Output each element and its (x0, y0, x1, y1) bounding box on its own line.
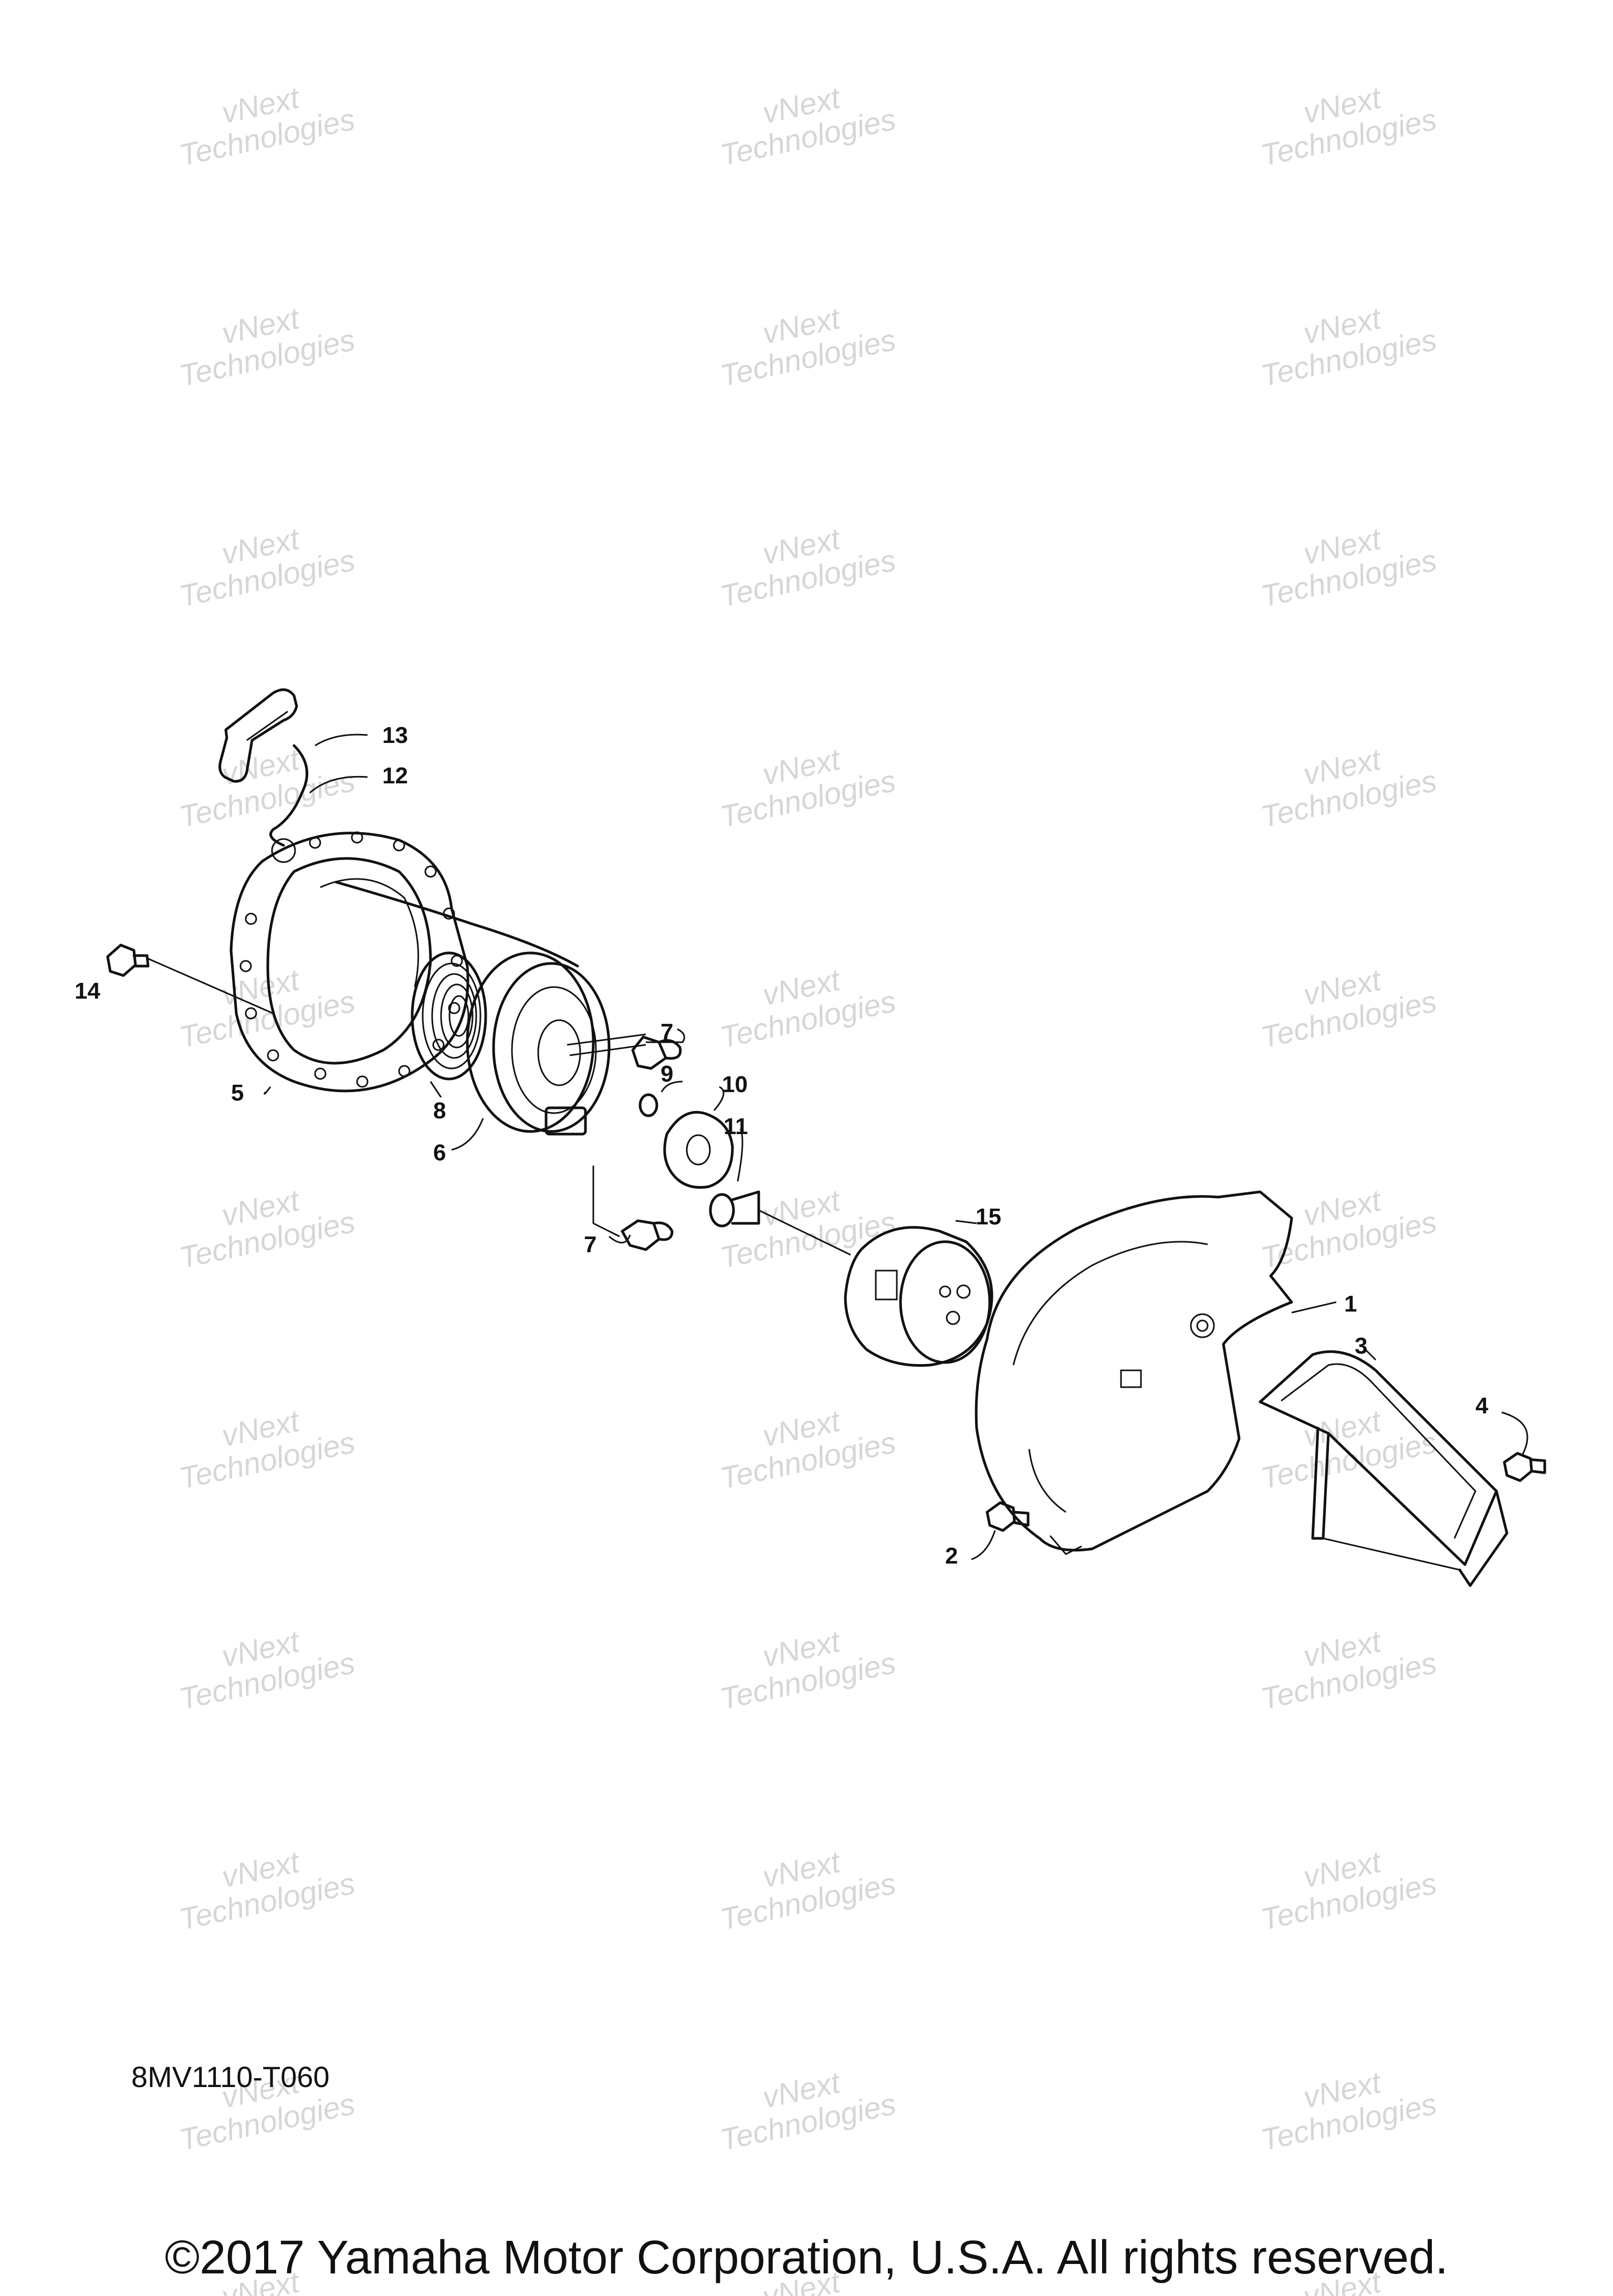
part-starter-handle (218, 688, 298, 783)
part-fan-housing (975, 1190, 1293, 1555)
callout-4: 4 (1475, 1393, 1489, 1419)
callout-14: 14 (75, 978, 100, 1004)
part-washer (638, 1093, 658, 1117)
leader-lines (146, 733, 1528, 1560)
part-recoil-housing (229, 831, 469, 1093)
callout-1: 1 (1344, 1291, 1357, 1317)
callout-2: 2 (945, 1543, 958, 1569)
part-center-bolt (709, 1190, 760, 1228)
callout-11: 11 (724, 1114, 748, 1139)
part-pawl-lower (621, 1219, 674, 1251)
callout-10: 10 (722, 1072, 748, 1097)
part-bolt-14 (106, 943, 150, 977)
diagram-code: 8MV1110-T060 (131, 2060, 330, 2093)
part-pawl-upper (631, 1035, 682, 1070)
part-recoil-spring (411, 951, 487, 1081)
callout-7-upper: 7 (661, 1019, 673, 1045)
part-air-duct (1259, 1350, 1509, 1587)
callout-8: 8 (433, 1098, 446, 1124)
part-starter-cup (844, 1226, 993, 1367)
part-bolt-2 (986, 1501, 1030, 1532)
callout-15: 15 (976, 1204, 1001, 1230)
part-rope-reel (466, 951, 646, 1136)
callout-5: 5 (231, 1080, 244, 1106)
callout-labels: 13 12 14 5 8 6 7 9 10 11 7 15 1 3 4 2 (75, 722, 1489, 1569)
callout-9: 9 (661, 1061, 673, 1087)
callout-6: 6 (433, 1140, 446, 1166)
copyright-notice: ©2017 Yamaha Motor Corporation, U.S.A. A… (165, 2231, 1448, 2284)
callout-13: 13 (382, 722, 408, 748)
part-bolt-4 (1503, 1452, 1546, 1482)
callout-7-lower: 7 (584, 1232, 596, 1257)
callout-3: 3 (1355, 1333, 1367, 1359)
part-starter-rope (269, 744, 579, 968)
part-friction-plate (663, 1110, 734, 1189)
callout-12: 12 (382, 763, 408, 789)
